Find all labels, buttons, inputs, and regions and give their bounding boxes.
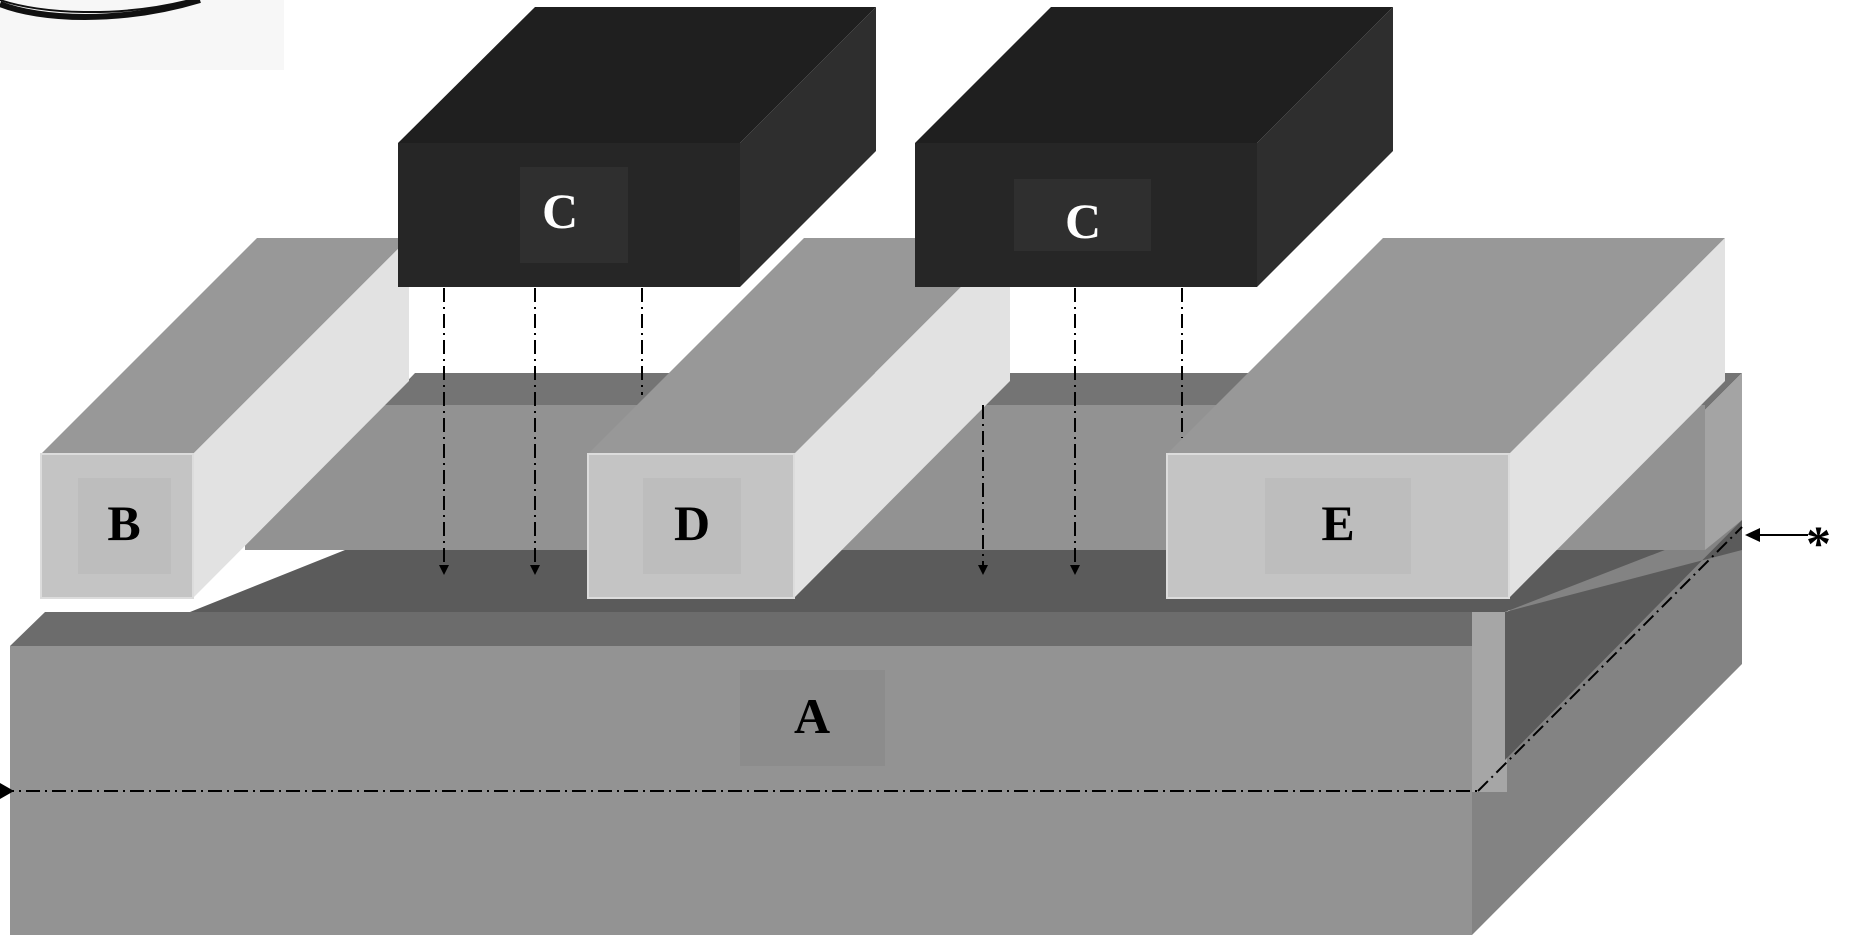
block-d bbox=[587, 238, 1010, 599]
block-c-left-top bbox=[398, 7, 876, 143]
deposition-arrows bbox=[439, 288, 1183, 575]
label-c-left: C bbox=[542, 183, 578, 239]
label-e: E bbox=[1321, 495, 1354, 551]
label-b: B bbox=[107, 495, 140, 551]
block-c-left-side bbox=[740, 7, 876, 287]
block-d-side bbox=[794, 238, 1010, 598]
block-d-top bbox=[588, 238, 1010, 454]
block-e bbox=[1166, 238, 1725, 599]
label-c-right: C bbox=[1065, 193, 1101, 249]
label-a: A bbox=[794, 688, 830, 744]
slab-a-label-panel bbox=[740, 670, 885, 766]
block-e-side bbox=[1509, 238, 1725, 598]
slab-a-top bbox=[10, 612, 1505, 646]
cross-section-line bbox=[0, 526, 1743, 799]
label-d: D bbox=[674, 495, 710, 551]
block-b-top bbox=[41, 238, 409, 454]
marker-pointer: * bbox=[1745, 515, 1831, 571]
block-c-right-side bbox=[1257, 7, 1393, 287]
block-c-left bbox=[398, 7, 876, 287]
block-b-side bbox=[193, 238, 409, 598]
block-e-top bbox=[1167, 238, 1725, 454]
block-b bbox=[40, 238, 409, 599]
corner-emblem-fragment bbox=[0, 0, 284, 70]
block-c-right-top bbox=[915, 7, 1393, 143]
block-c-right bbox=[915, 7, 1393, 287]
marker-asterisk: * bbox=[1806, 515, 1831, 571]
